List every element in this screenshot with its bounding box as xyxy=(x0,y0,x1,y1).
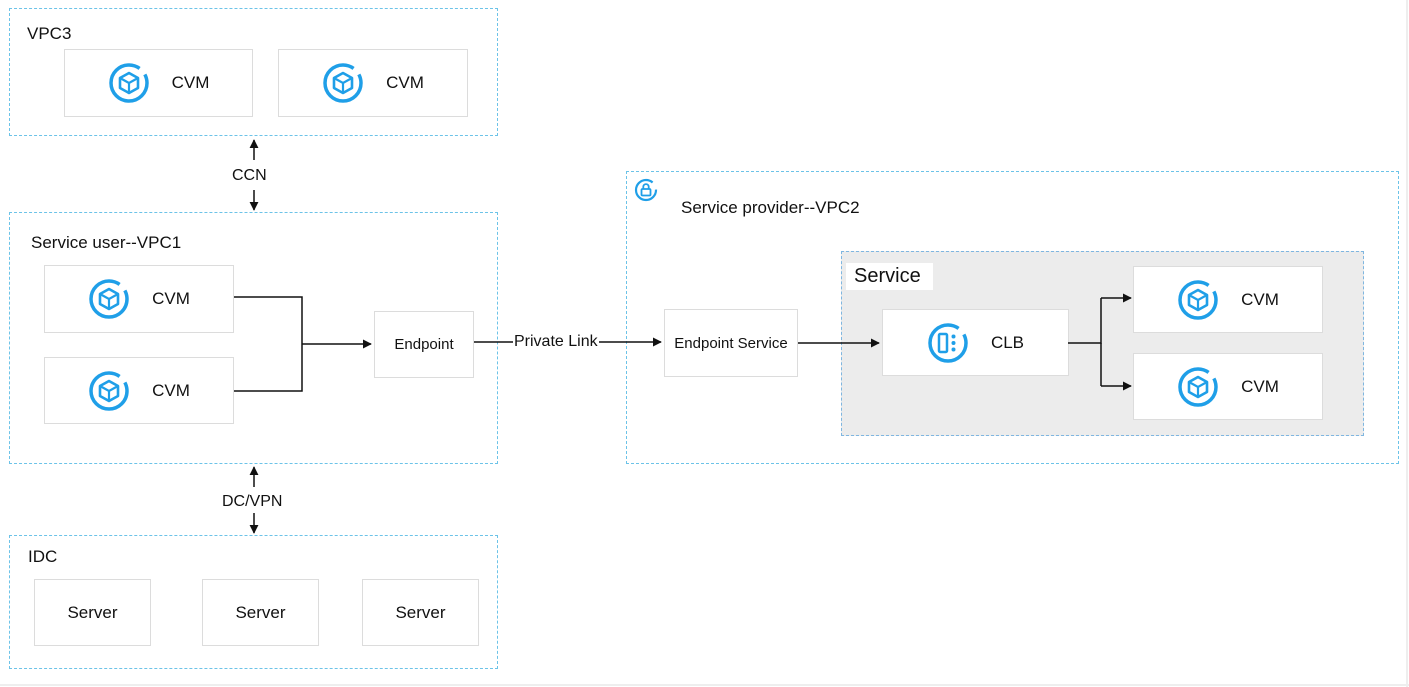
frame-edge-right xyxy=(1406,0,1408,687)
vpc2-zone: Service provider--VPC2 Endpoint Service … xyxy=(626,171,1399,464)
cvm-icon xyxy=(1177,366,1219,408)
cvm-label: CVM xyxy=(386,73,424,92)
server-label: Server xyxy=(67,602,118,622)
vpc1-cvm-1[interactable]: CVM xyxy=(44,265,234,333)
vpc3-zone: VPC3 CVM CVM xyxy=(9,8,498,136)
idc-label: IDC xyxy=(28,547,58,566)
server-label: Server xyxy=(395,602,446,622)
vpc3-cvm-1[interactable]: CVM xyxy=(64,49,253,117)
idc-zone: IDC Server Server Server xyxy=(9,535,498,669)
vpc1-cvm-2[interactable]: CVM xyxy=(44,357,234,424)
idc-server-1[interactable]: Server xyxy=(34,579,151,646)
service-group: Service CLB CVM CVM xyxy=(841,251,1364,436)
vpc3-label: VPC3 xyxy=(27,24,72,43)
cvm-label: CVM xyxy=(1241,289,1279,309)
cvm-label: CVM xyxy=(152,380,190,400)
idc-server-2[interactable]: Server xyxy=(202,579,319,646)
server-label: Server xyxy=(235,602,286,622)
endpoint-label: Endpoint xyxy=(394,336,454,353)
vpc3-cvm-2[interactable]: CVM xyxy=(278,49,468,117)
cvm-icon xyxy=(322,62,364,104)
cvm-icon xyxy=(88,278,130,320)
vpc-lock-icon xyxy=(634,178,658,202)
service-cvm-2[interactable]: CVM xyxy=(1133,353,1323,420)
vpc2-label: Service provider--VPC2 xyxy=(681,198,860,217)
private-link-label: Private Link xyxy=(513,333,599,351)
ccn-label: CCN xyxy=(232,167,267,185)
cvm-label: CVM xyxy=(1241,376,1279,396)
service-label: Service xyxy=(846,263,933,290)
vpc1-zone: Service user--VPC1 CVM CVM Endpoint xyxy=(9,212,498,464)
service-cvm-1[interactable]: CVM xyxy=(1133,266,1323,333)
dc-vpn-label: DC/VPN xyxy=(222,493,283,511)
cvm-icon xyxy=(108,62,150,104)
clb-label: CLB xyxy=(990,332,1025,352)
endpoint-service-label: Endpoint Service xyxy=(674,334,788,352)
cvm-icon xyxy=(88,370,130,412)
endpoint-box[interactable]: Endpoint xyxy=(374,311,474,378)
cvm-label: CVM xyxy=(152,289,190,308)
cvm-icon xyxy=(1177,279,1219,321)
idc-server-3[interactable]: Server xyxy=(362,579,479,646)
cvm-label: CVM xyxy=(171,73,210,92)
vpc1-label: Service user--VPC1 xyxy=(31,233,182,252)
endpoint-service-box[interactable]: Endpoint Service xyxy=(664,309,798,377)
clb-box[interactable]: CLB xyxy=(882,309,1069,376)
frame-edge-bottom xyxy=(0,684,1409,686)
clb-icon xyxy=(927,322,969,364)
